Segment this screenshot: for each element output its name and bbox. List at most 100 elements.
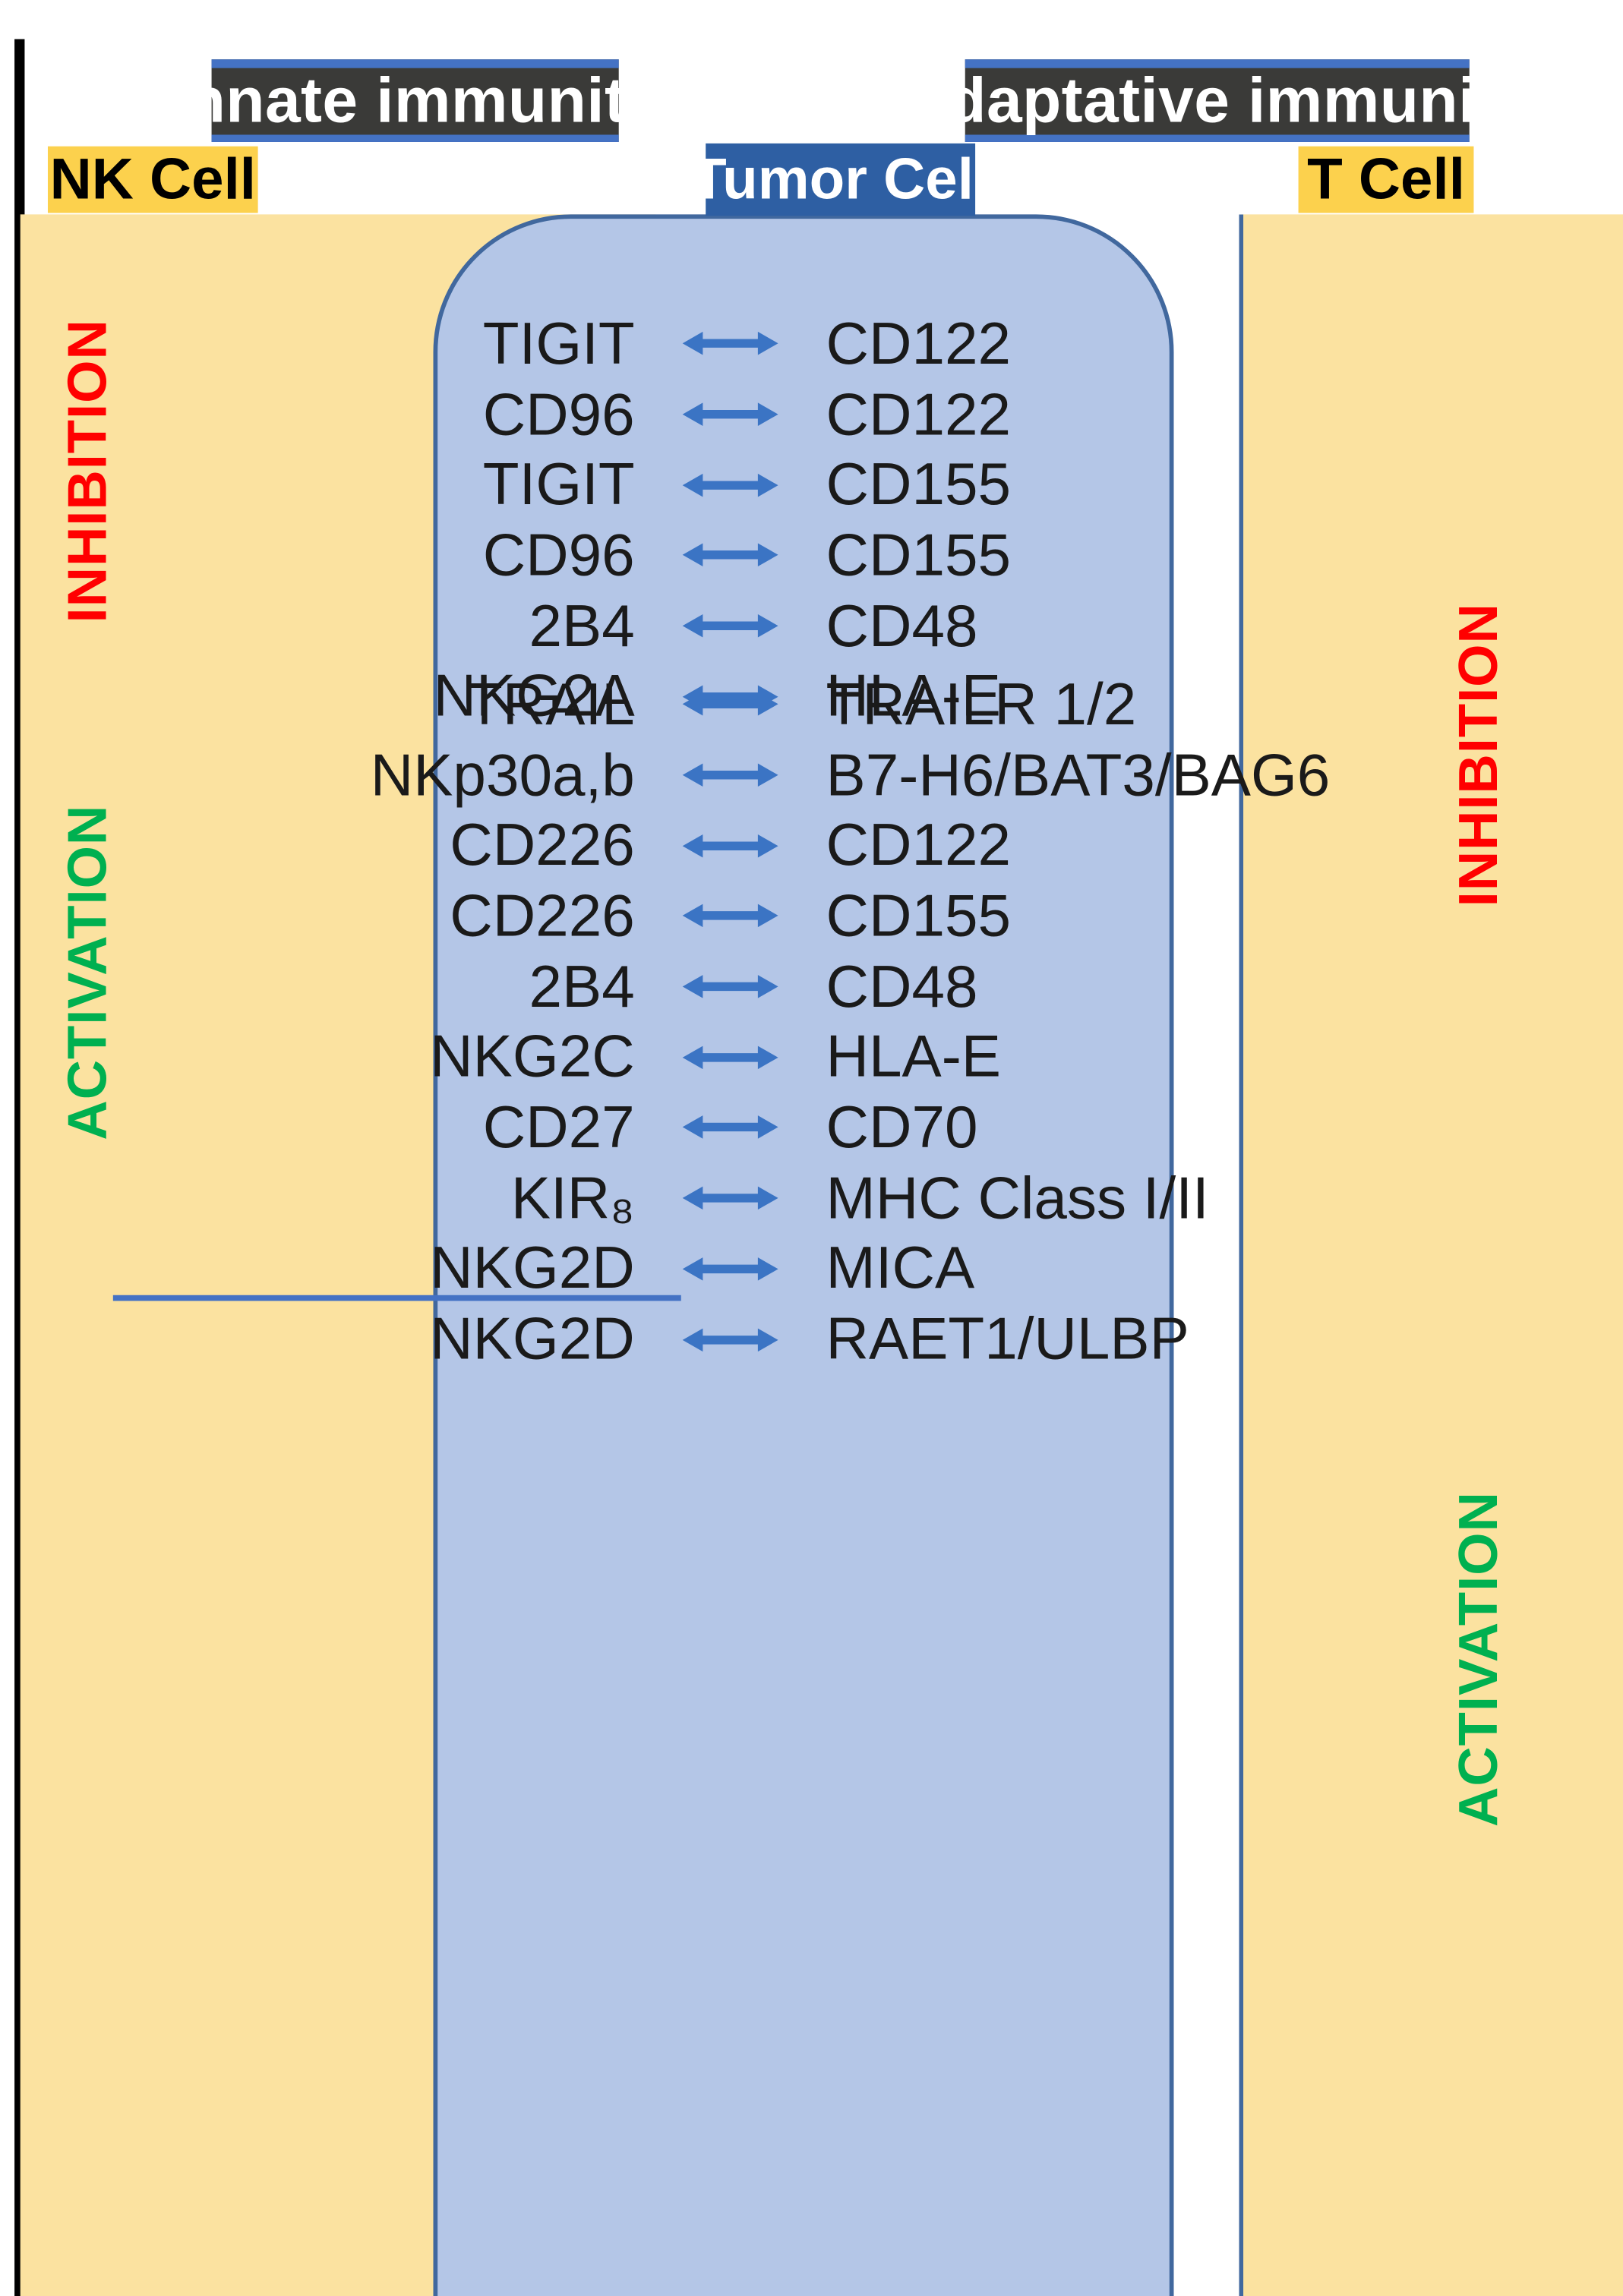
nk-receptor-label: TRAIL xyxy=(466,670,635,737)
double-headed-arrow-icon xyxy=(643,970,817,1004)
tumor-ligand-label: PD-L1 xyxy=(927,592,1623,661)
banner-innate-immunity: Innate immunity xyxy=(169,59,662,142)
divider-nk-inhibition-activation xyxy=(112,1295,681,1301)
interaction-pair-row: CD112TIGIT xyxy=(927,1155,1623,1225)
interaction-pair-row: MHC Class I/IIKIR₈ xyxy=(927,1882,1623,1953)
tumor-ligand-label: RAET1/ULBP xyxy=(826,1305,1189,1372)
interaction-pair-row: CD80CTLA-4 xyxy=(927,308,1623,379)
interaction-pair-row: CD48CD244 xyxy=(927,1601,1623,1671)
tumor-ligand-label: HLA-E xyxy=(826,1023,1001,1090)
tumor-ligand-label: CD155 xyxy=(826,450,1012,518)
tumor-ligand-label: CD48 xyxy=(826,952,978,1020)
interaction-pair-row: CD226 CD122 xyxy=(0,810,1623,881)
interaction-pair-row: OX40LOX40 xyxy=(927,2023,1623,2094)
interaction-pair-row: CD80PD-L1 xyxy=(927,520,1623,591)
interaction-pair-row: PD-L1PD-1 xyxy=(927,591,1623,661)
label-nk-cell: NK Cell xyxy=(47,146,258,213)
interaction-pair-row: MHC Class I/IILAG-3 xyxy=(927,873,1623,944)
interaction-pair-row: PD-L1CD80 xyxy=(927,449,1623,520)
tumor-ligand-label: 4-1BBL xyxy=(927,1672,1623,1740)
tumor-ligand-label: CD80 xyxy=(927,522,1623,590)
nk-receptor-label: NKG2A xyxy=(433,662,635,730)
tumor-ligand-label: CD112 xyxy=(927,1156,1623,1225)
tumor-ligand-label: MHC Class I/II xyxy=(927,874,1623,942)
tumor-ligand-label: CD122 xyxy=(826,380,1012,447)
interaction-pair-row: Gal-3LAG-3 xyxy=(927,943,1623,1014)
double-headed-arrow-icon xyxy=(643,397,817,432)
tumor-ligand-label: PD-L1 xyxy=(927,451,1623,519)
tumor-ligand-label: CD86 xyxy=(927,380,1623,449)
tumor-ligand-label: PD-L2 xyxy=(927,662,1623,730)
nk-receptor-label: 2B4 xyxy=(529,591,635,659)
double-headed-arrow-icon xyxy=(643,679,817,714)
double-headed-arrow-icon xyxy=(643,1322,817,1357)
interaction-pair-row: TIGIT CD155 xyxy=(0,449,1623,520)
interaction-pair-row: MHC Class I/IIKIRʟ xyxy=(927,803,1623,873)
tumor-ligand-label: CD80 xyxy=(927,1390,1623,1459)
interaction-pair-row: CD122CD112R xyxy=(927,1225,1623,1296)
nk-receptor-label: CD226 xyxy=(450,811,635,878)
double-headed-arrow-icon xyxy=(643,1181,817,1216)
nk-receptor-label: NKG2D xyxy=(430,1235,635,1302)
double-headed-arrow-icon xyxy=(643,468,817,503)
nk-receptor-label: TIGIT xyxy=(482,310,635,377)
interaction-pair-row: GITRLGITR xyxy=(927,1742,1623,1812)
tumor-ligand-label: HHLA2 xyxy=(927,2096,1623,2164)
tumor-ligand-label: HLA-E xyxy=(826,662,1001,730)
t-activation-pair-list: CD70CD27CD80CD28CD86CD28CD155CD226CD48CD… xyxy=(927,1318,1623,2165)
tumor-cell-body xyxy=(433,214,1174,2296)
interaction-pair-row: TIGIT CD122 xyxy=(0,308,1623,379)
nk-receptor-label: NKG2C xyxy=(430,1023,635,1090)
nk-receptor-label: KIR₈ xyxy=(510,1164,635,1232)
tumor-ligand-label: CD70 xyxy=(927,1320,1623,1388)
double-headed-arrow-icon xyxy=(643,687,817,722)
tumor-ligand-label: Gal-9 xyxy=(927,733,1623,801)
tumor-ligand-label: CD80 xyxy=(927,310,1623,378)
tumor-ligand-label: CD122 xyxy=(826,310,1012,377)
interaction-pair-row: CD86CD28 xyxy=(927,1459,1623,1530)
t-cell-body xyxy=(1239,214,1623,2296)
double-headed-arrow-icon xyxy=(643,609,817,644)
tumor-ligand-label: CD122 xyxy=(826,811,1012,878)
double-headed-arrow-icon xyxy=(643,1110,817,1145)
banner-adaptative-immunity: Adaptative immunity xyxy=(901,59,1533,142)
tumor-ligand-label: ICOSL xyxy=(927,1813,1623,1881)
double-headed-arrow-icon xyxy=(643,828,817,863)
double-headed-arrow-icon xyxy=(643,1251,817,1286)
tumor-ligand-label: MHC Class I/II xyxy=(927,803,1623,872)
interaction-pair-row: TRAIL TRAILR 1/2 xyxy=(0,669,1623,740)
nk-receptor-label: CD96 xyxy=(482,380,635,447)
interaction-pair-row: HHLA2TMIGD2 xyxy=(927,2094,1623,2165)
nk-receptor-label: TIGIT xyxy=(482,450,635,518)
double-headed-arrow-icon xyxy=(643,326,817,361)
tumor-ligand-label: MHC Class I/II xyxy=(927,1884,1623,1952)
interaction-pair-row: ICOSLICOS xyxy=(927,1812,1623,1883)
nk-receptor-label: CD27 xyxy=(482,1093,635,1161)
tumor-ligand-label: TRAILR 1/2 xyxy=(826,670,1137,737)
interaction-pair-row: PD-L2PD-1 xyxy=(927,661,1623,732)
tumor-ligand-label: GITRL xyxy=(927,1742,1623,1811)
interaction-pair-row: CD86CTLA-4 xyxy=(927,379,1623,449)
double-headed-arrow-icon xyxy=(643,538,817,573)
tumor-ligand-label: B7-H6/BAT3/BAG6 xyxy=(826,741,1331,808)
double-headed-arrow-icon xyxy=(643,758,817,793)
interaction-pair-row: NKG2A HLA-E xyxy=(0,661,1623,732)
interaction-pair-row: CD155CD226 xyxy=(927,1530,1623,1601)
interaction-pair-row: HVEMLIGHT xyxy=(927,1953,1623,2023)
interaction-pair-row: CD70CD27 xyxy=(927,1318,1623,1389)
nk-receptor-label: CD96 xyxy=(482,521,635,588)
interaction-pair-row: CD80CD28 xyxy=(927,1389,1623,1459)
tumor-ligand-label: CD155 xyxy=(927,1531,1623,1600)
tumor-ligand-label: Gal-3 xyxy=(927,945,1623,1013)
tumor-ligand-label: CD122 xyxy=(927,1227,1623,1295)
